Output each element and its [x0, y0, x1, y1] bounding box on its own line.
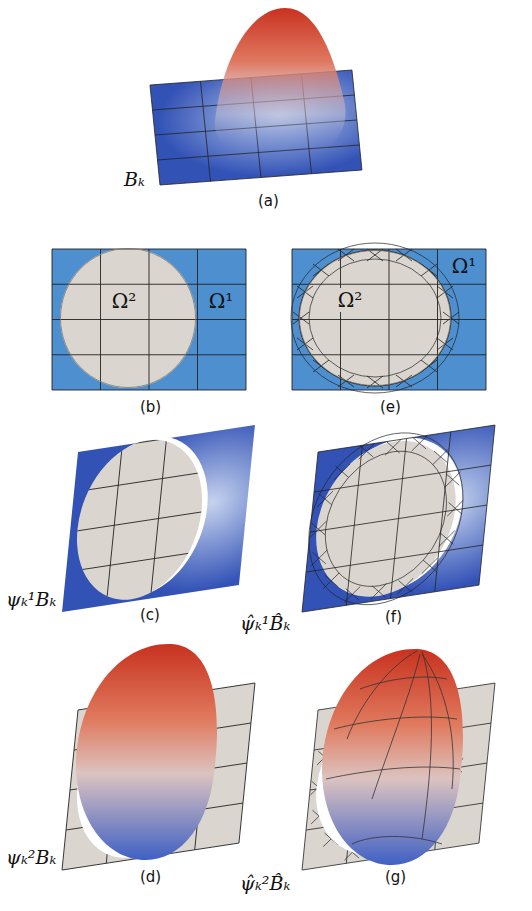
basis-hump-meshed — [322, 649, 463, 865]
mesh-triangles — [293, 249, 459, 388]
panel-letter: (c) — [140, 606, 160, 624]
mesh-ring — [319, 443, 453, 595]
basis-hump — [215, 8, 346, 160]
outer-region: Ω¹ Ω² — [52, 249, 246, 390]
mesh-triangles — [303, 429, 470, 610]
surface-c — [62, 422, 255, 612]
region-outline — [61, 249, 196, 388]
region-fill — [60, 248, 196, 388]
function-label: ψₖ²Bₖ — [6, 846, 56, 869]
mesh-ring — [309, 259, 441, 377]
panel-letter: (b) — [140, 398, 161, 416]
base-plane — [302, 425, 495, 612]
panel-letter: (d) — [140, 868, 161, 886]
mesh-ring — [301, 422, 471, 616]
grid-lines — [302, 425, 495, 612]
region-label: Ω¹ — [450, 254, 479, 278]
domain-b — [52, 248, 246, 390]
region-label: Ω² — [336, 288, 365, 312]
grid-lines — [62, 425, 255, 612]
panel-letter: (a) — [258, 192, 279, 210]
panel-letter: (f) — [385, 608, 402, 626]
grid-lines — [52, 249, 246, 390]
outer-region: Ω¹ Ω² — [292, 249, 486, 390]
region-outline — [299, 250, 451, 386]
mesh-ring — [291, 243, 459, 393]
hole-region — [70, 431, 210, 609]
function-label: ψ̂ₖ¹B̂ₖ — [240, 612, 290, 635]
panel-letter: (g) — [385, 868, 406, 886]
panel-letter: (e) — [380, 398, 401, 416]
grid-lines — [292, 249, 486, 390]
region-fill — [299, 250, 451, 386]
basis-hump — [322, 649, 463, 865]
function-label: Bₖ — [124, 168, 145, 191]
basis-hump — [76, 644, 217, 860]
region-outline — [60, 248, 196, 388]
surface-f — [301, 418, 496, 615]
region-fill — [52, 249, 246, 390]
region-outline — [300, 251, 451, 386]
interface-curve — [299, 250, 451, 386]
region-label: Ω² — [110, 289, 139, 313]
region-fill — [292, 249, 486, 390]
inner-region: Ω² — [299, 250, 451, 386]
function-label: ψ̂ₖ²B̂ₖ — [240, 872, 290, 895]
domain-e — [291, 243, 486, 393]
inner-region: Ω² — [60, 248, 196, 388]
base-plane — [62, 425, 255, 612]
region-label: Ω¹ — [207, 289, 236, 313]
mesh-lines — [326, 651, 460, 844]
function-label: ψₖ¹Bₖ — [6, 588, 56, 611]
